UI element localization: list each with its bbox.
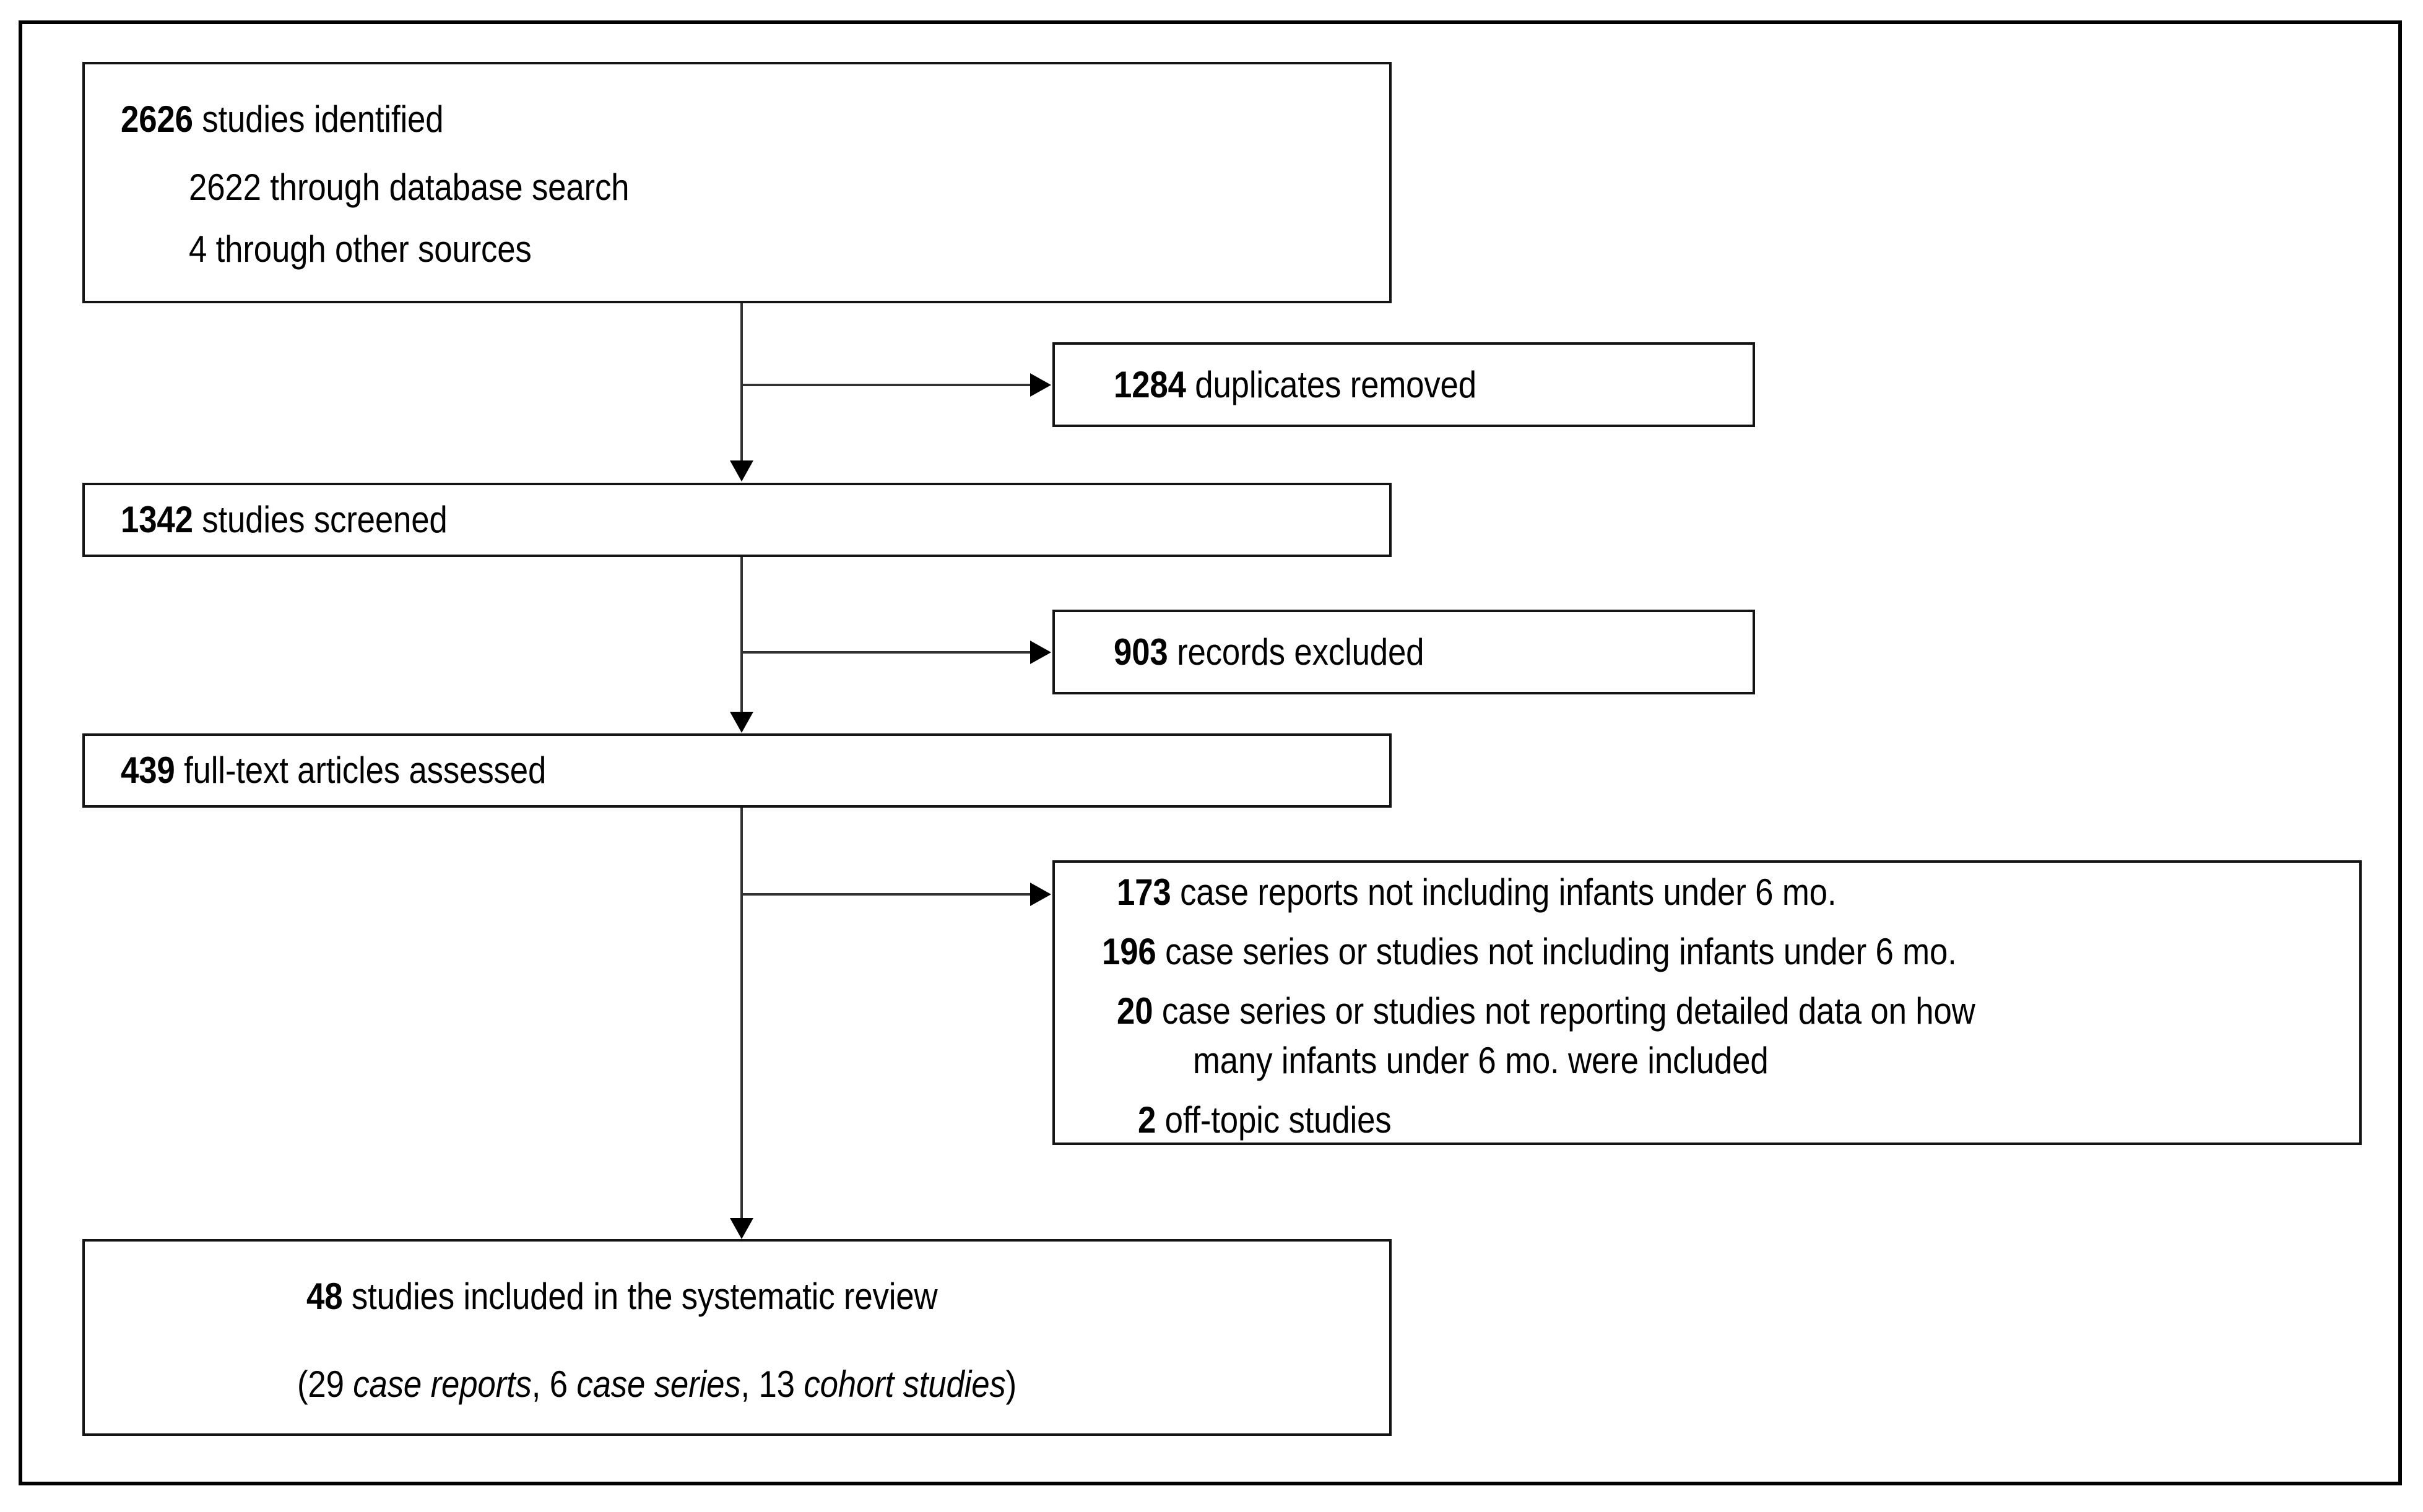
arrowhead-down-included	[730, 1218, 753, 1239]
identified-source-other: 4 through other sources	[189, 225, 1245, 274]
reason-1-label: case reports not including infants under…	[1171, 871, 1837, 913]
identified-source-database: 2622 through database search	[189, 163, 1245, 212]
arrowhead-right-duplicates	[1030, 373, 1051, 397]
breakdown-open: (29	[297, 1363, 353, 1405]
reason-2-count: 196	[1102, 931, 1156, 972]
duplicates-label: duplicates removed	[1185, 363, 1476, 405]
connector-branch-excluded	[740, 651, 1031, 654]
fulltext-count: 439	[121, 750, 175, 791]
arrowhead-right-reasons	[1030, 883, 1051, 906]
duplicates-count: 1284	[1114, 363, 1186, 405]
identified-main-line: 2626 studies identified	[121, 95, 1237, 144]
breakdown-type-case-reports: case reports	[353, 1363, 532, 1405]
reason-1-count: 173	[1117, 871, 1171, 913]
node-records-excluded: 903 records excluded	[1052, 610, 1755, 694]
connector-branch-reasons	[740, 893, 1031, 896]
reason-1: 173 case reports not including infants u…	[1117, 868, 2210, 917]
arrowhead-down-screened	[730, 460, 753, 482]
breakdown-type-case-series: case series	[576, 1363, 741, 1405]
identified-sub2-label: through other sources	[207, 228, 532, 270]
reason-4-count: 2	[1138, 1099, 1156, 1141]
fulltext-label: full-text articles assessed	[175, 750, 547, 791]
breakdown-type-cohort-studies: cohort studies	[804, 1363, 1006, 1405]
arrowhead-down-fulltext	[730, 712, 753, 733]
included-main-line: 48 studies included in the systematic re…	[306, 1272, 1259, 1321]
node-fulltext-assessed: 439 full-text articles assessed	[82, 733, 1392, 808]
excluded-line: 903 records excluded	[1114, 628, 1676, 676]
connector-fulltext-to-included	[740, 808, 743, 1220]
identified-label: studies identified	[193, 98, 444, 140]
reason-4-label: off-topic studies	[1156, 1099, 1392, 1141]
connector-screened-to-fulltext	[740, 557, 743, 713]
reason-3-count: 20	[1117, 990, 1153, 1032]
duplicates-line: 1284 duplicates removed	[1114, 361, 1676, 409]
identified-sub1-count: 2622	[189, 166, 261, 208]
connector-identified-to-screened	[740, 303, 743, 462]
reason-2: 196 case series or studies not including…	[1102, 928, 2208, 976]
breakdown-sep-1: , 6	[531, 1363, 577, 1405]
identified-sub1-label: through database search	[261, 166, 630, 208]
excluded-count: 903	[1114, 631, 1168, 673]
breakdown-sep-2: , 13	[740, 1363, 804, 1405]
node-duplicates-removed: 1284 duplicates removed	[1052, 342, 1755, 427]
reason-4: 2 off-topic studies	[1138, 1096, 2213, 1144]
identified-count: 2626	[121, 98, 193, 140]
screened-count: 1342	[121, 499, 193, 540]
excluded-label: records excluded	[1168, 631, 1424, 673]
node-studies-included: 48 studies included in the systematic re…	[82, 1239, 1392, 1436]
node-studies-identified: 2626 studies identified 2622 through dat…	[82, 62, 1392, 303]
identified-sub2-count: 4	[189, 228, 207, 270]
node-exclusion-reasons: 173 case reports not including infants u…	[1052, 860, 2362, 1145]
connector-branch-duplicates	[740, 384, 1031, 386]
breakdown-close: )	[1005, 1363, 1017, 1405]
screened-line: 1342 studies screened	[121, 496, 1237, 544]
reason-3-continued: many infants under 6 mo. were included	[1193, 1040, 1769, 1081]
reason-3: 20 case series or studies not reporting …	[1117, 987, 2210, 1035]
node-studies-screened: 1342 studies screened	[82, 483, 1392, 557]
reason-2-label: case series or studies not including inf…	[1156, 931, 1957, 972]
included-label: studies included in the systematic revie…	[342, 1276, 938, 1317]
included-count: 48	[306, 1276, 343, 1317]
reason-3-label: case series or studies not reporting det…	[1153, 990, 1975, 1032]
arrowhead-right-excluded	[1030, 641, 1051, 664]
included-breakdown: (29 case reports, 6 case series, 13 coho…	[297, 1360, 1258, 1409]
fulltext-line: 439 full-text articles assessed	[121, 746, 1237, 795]
screened-label: studies screened	[193, 499, 448, 540]
